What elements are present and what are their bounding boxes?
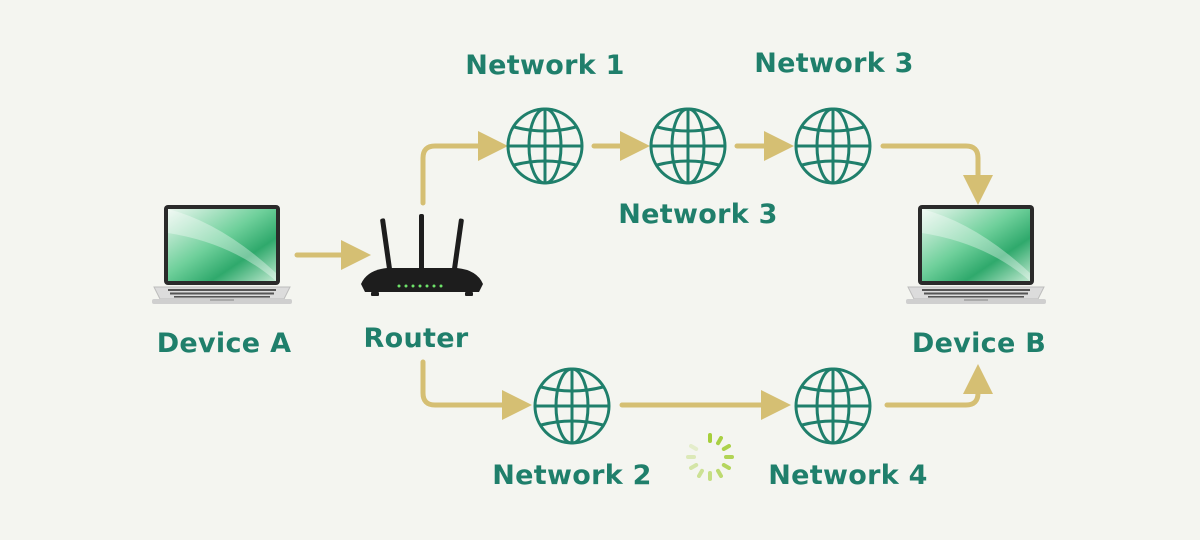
device-a-label: Device A (156, 328, 292, 359)
arrow-network-4-to-device-b (884, 364, 993, 408)
router-label: Router (363, 323, 469, 354)
globe-icon (794, 107, 872, 185)
network-3-top-label: Network 3 (754, 48, 914, 79)
wifi-router-icon (361, 214, 483, 296)
loading-spinner-icon (686, 433, 734, 481)
globe-icon (649, 107, 727, 185)
laptop-icon (152, 205, 292, 304)
network-4-label: Network 4 (768, 460, 928, 491)
laptop-icon (906, 205, 1046, 304)
globe-icon (794, 367, 872, 445)
arrow-network-3-to-device-b (880, 143, 993, 205)
device-b-label: Device B (911, 328, 1047, 359)
globe-icon (533, 367, 611, 445)
arrow-router-to-network-2 (420, 359, 532, 420)
arrow-router-to-network-1 (420, 131, 508, 206)
globe-icon (506, 107, 584, 185)
network-2-label: Network 2 (492, 460, 652, 491)
network-3-middle-label: Network 3 (618, 199, 778, 230)
network-1-label: Network 1 (465, 50, 625, 81)
